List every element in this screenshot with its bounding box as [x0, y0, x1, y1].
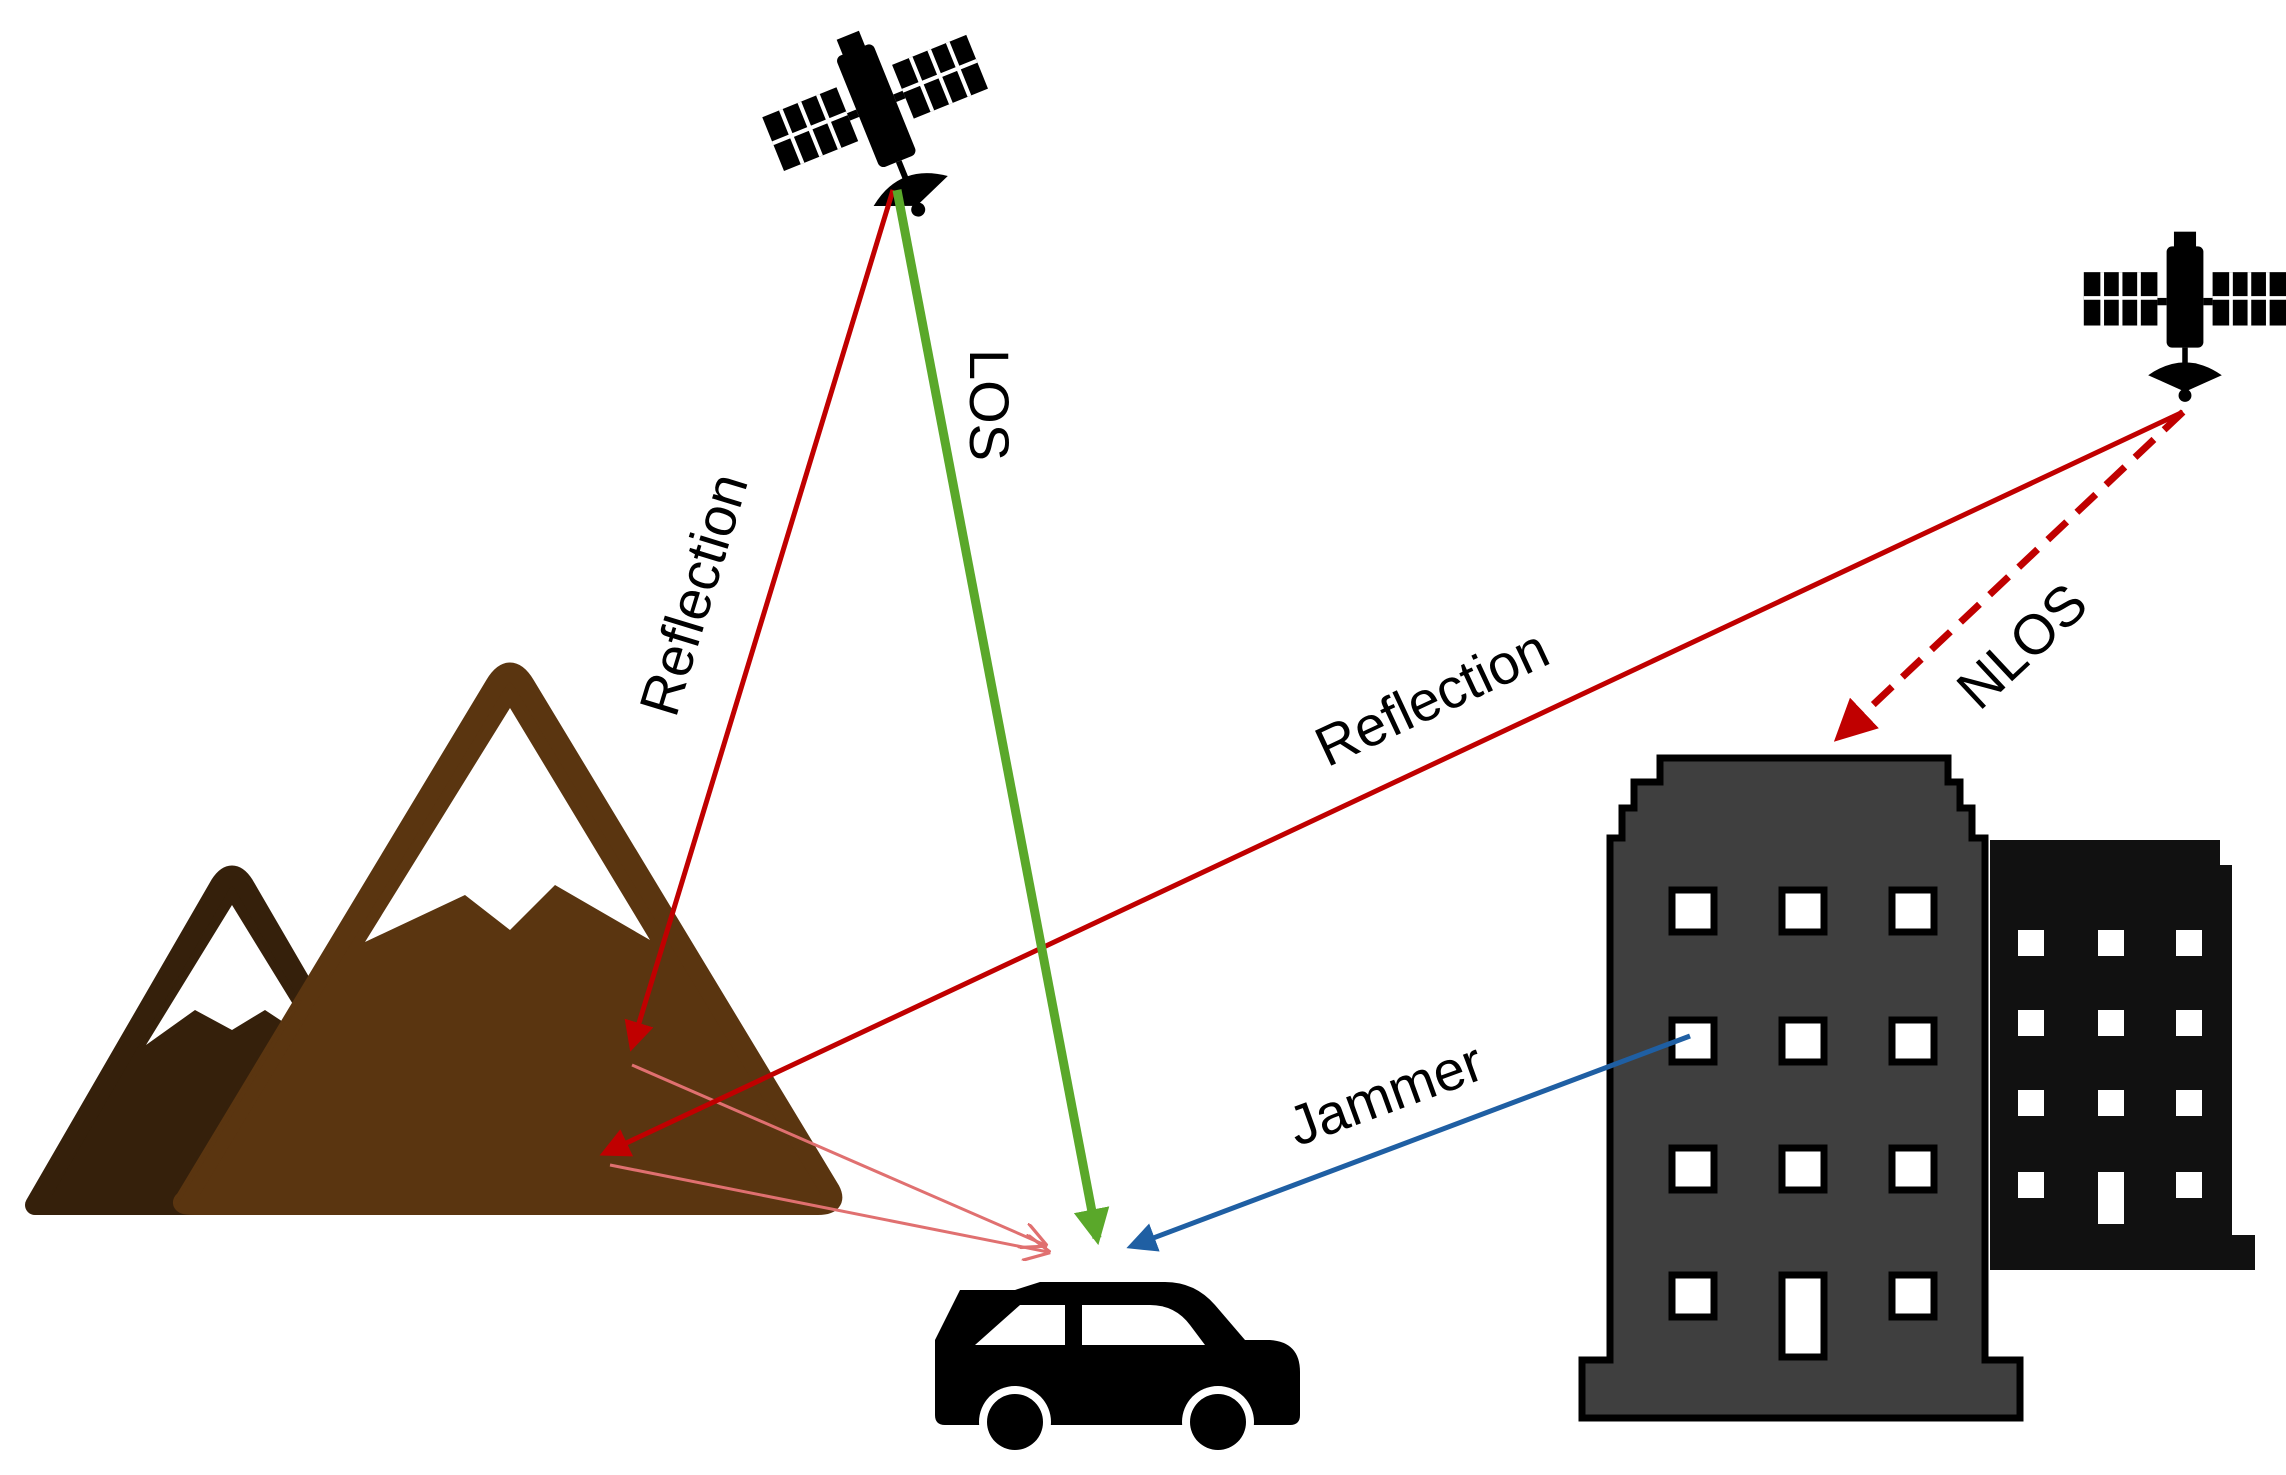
signal-paths	[599, 189, 2186, 1252]
building-icon	[1578, 754, 2255, 1422]
front-mountain-overlap-edge	[173, 998, 302, 1207]
jammer-label: Jammer	[1280, 1029, 1492, 1157]
jammer-arrow	[1126, 1033, 1691, 1252]
reflection-arrow-left	[624, 189, 896, 1052]
los-label: LOS	[958, 349, 1021, 461]
back-mountain-snow	[146, 905, 318, 1045]
satellite-icon	[2083, 231, 2286, 402]
front-mountain	[173, 662, 843, 1215]
satellite-icon	[762, 30, 988, 217]
front-mountain-snow	[365, 708, 650, 942]
mountain-icon	[25, 662, 843, 1215]
car-icon	[935, 1282, 1300, 1458]
los-arrow	[892, 189, 1110, 1246]
reflection-right-label: Reflection	[1306, 616, 1558, 778]
scatter-arrow-2	[609, 1163, 1048, 1252]
scatter-arrow-1	[631, 1063, 1045, 1245]
nlos-label: NLOS	[1944, 571, 2098, 721]
reflection-arrow-right	[599, 409, 2185, 1157]
